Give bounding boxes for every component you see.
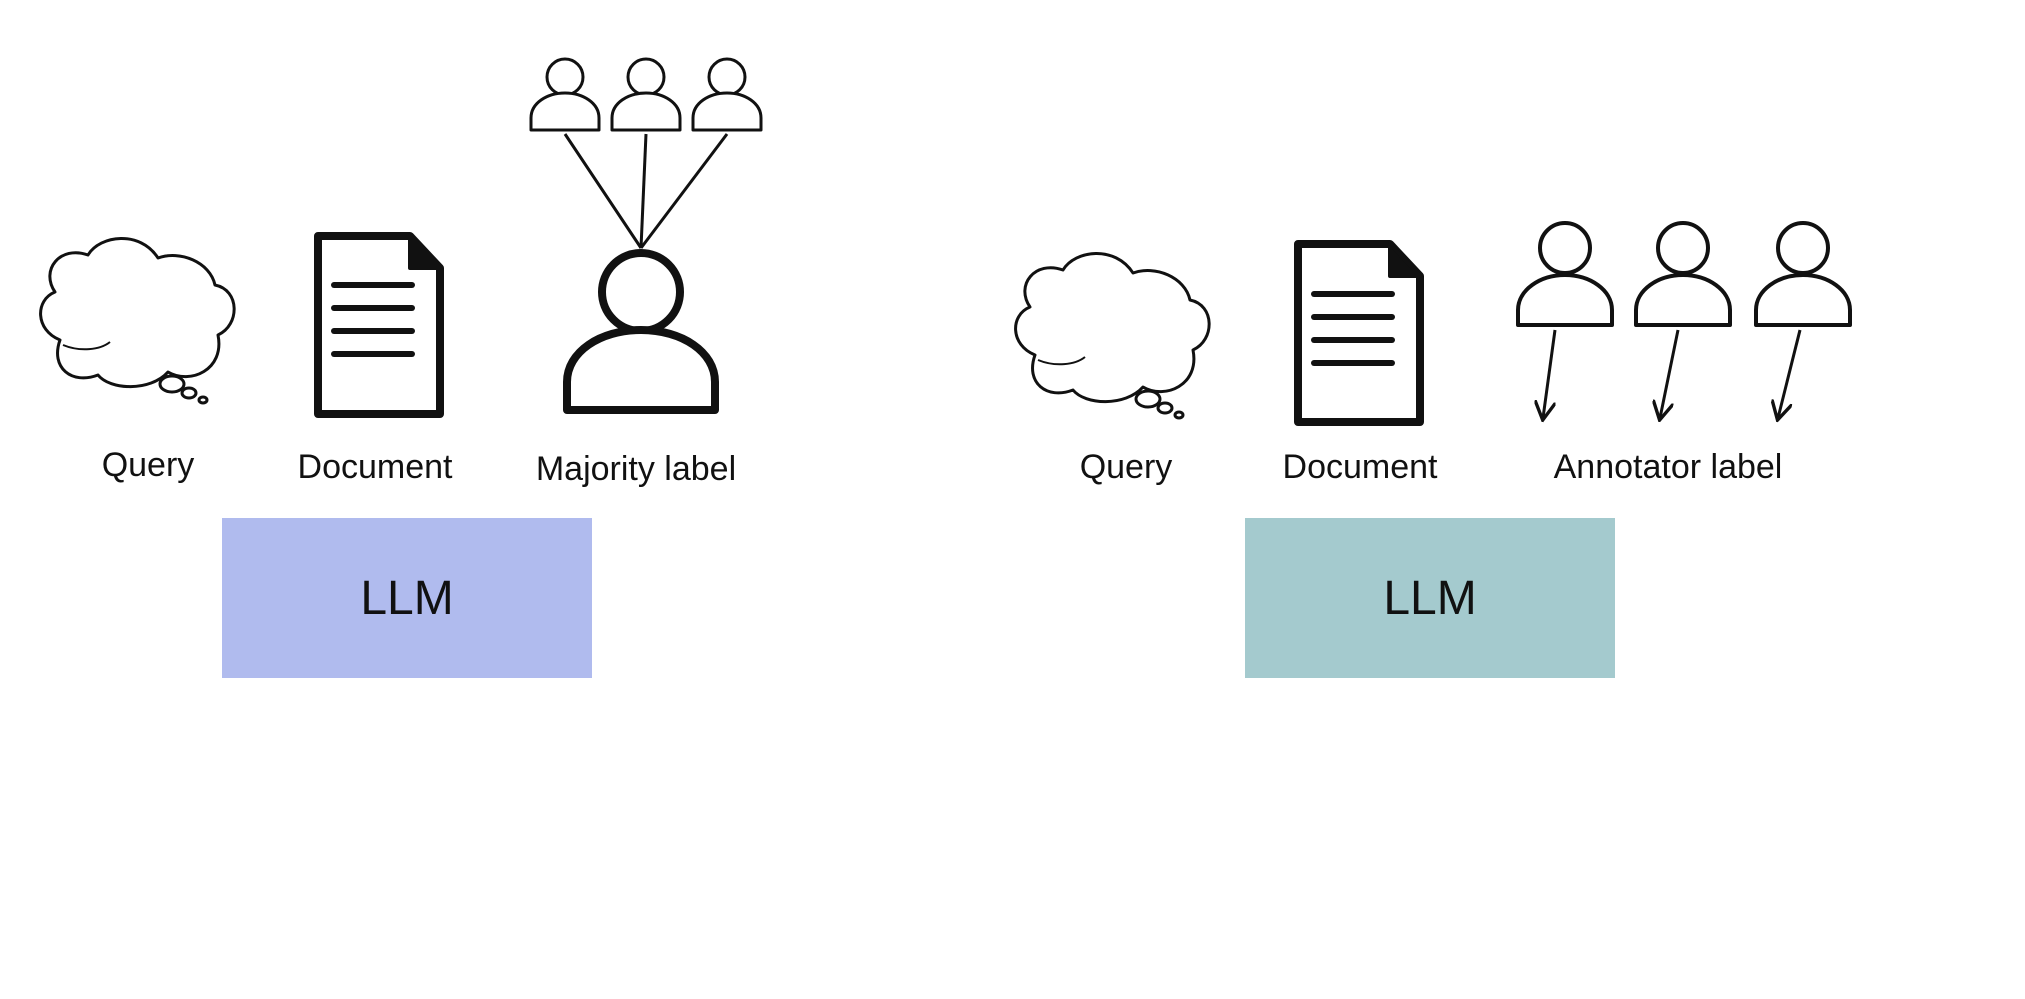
llm-box-right: LLM — [1245, 518, 1615, 678]
majority-label-text: Majority label — [535, 450, 737, 488]
aggregation-lines — [563, 133, 729, 249]
annotator-person-icon — [529, 57, 601, 132]
annotator-person-icon — [1754, 221, 1852, 327]
document-label: Document — [297, 448, 453, 486]
thought-cloud-icon — [1014, 252, 1211, 420]
annotator-person-icon — [691, 57, 763, 132]
llm-label: LLM — [1383, 571, 1477, 625]
annotator-person-icon — [610, 57, 682, 132]
annotator-label-text: Annotator label — [1553, 448, 1783, 486]
annotator-arrows — [1543, 329, 1802, 418]
query-label: Query — [101, 446, 195, 484]
annotator-person-icon — [1634, 221, 1732, 327]
document-icon — [1294, 240, 1424, 426]
thought-cloud-icon — [39, 237, 236, 405]
llm-box-left: LLM — [222, 518, 592, 678]
document-label: Document — [1282, 448, 1438, 486]
majority-person-icon — [563, 249, 719, 414]
llm-box-right-shape — [1245, 518, 1615, 678]
llm-box-left-shape — [222, 518, 592, 678]
document-icon — [314, 232, 444, 418]
llm-label: LLM — [360, 571, 454, 625]
query-label: Query — [1079, 448, 1173, 486]
annotator-person-icon — [1516, 221, 1614, 327]
